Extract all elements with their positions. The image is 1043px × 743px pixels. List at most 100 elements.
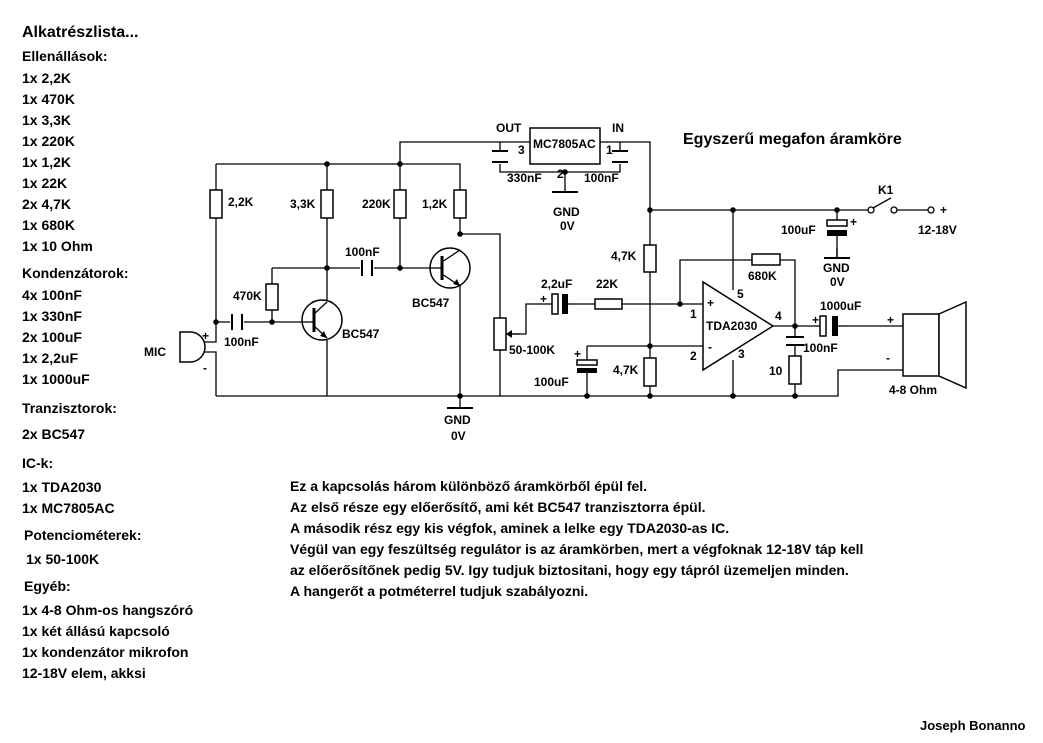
list-item: 2x 4,7K: [22, 196, 72, 212]
label-r470k: 470K: [233, 289, 262, 303]
label-c1000: 1000uF: [820, 299, 861, 313]
potentiometer: [493, 317, 507, 351]
label-mic: MIC: [144, 345, 166, 359]
label-0v: 0V: [830, 275, 845, 289]
section-heading: Kondenzátorok:: [22, 265, 129, 281]
mic-plus: +: [202, 329, 209, 343]
parts-list-title: Alkatrészlista...: [22, 24, 139, 41]
list-item: 1x 10 Ohm: [22, 238, 93, 254]
label-gnd: GND: [553, 205, 580, 219]
label-r47-bottom: 4,7K: [613, 363, 639, 377]
label-gnd: GND: [823, 261, 850, 275]
list-item: 1x 220K: [22, 133, 75, 149]
resistor-r4: [453, 189, 467, 219]
label-r4: 1,2K: [422, 197, 448, 211]
transistor-t2: [429, 247, 471, 289]
section-heading: IC-k:: [22, 455, 54, 471]
description-line: Ez a kapcsolás három különböző áramkörbő…: [290, 478, 648, 494]
list-item: 1x 1,2K: [22, 154, 72, 170]
label-c2u2: 2,2uF: [541, 277, 572, 291]
microphone-icon: [179, 331, 206, 363]
description-line: Az első része egy előerősítő, ami két BC…: [290, 499, 706, 515]
list-item: 1x 3,3K: [22, 112, 72, 128]
description-line: az előerősítőnek pedig 5V. Igy tudjuk bi…: [290, 562, 849, 578]
capacitor-100u-bias: [576, 359, 598, 373]
label-r1: 2,2K: [228, 195, 254, 209]
author: Joseph Bonanno: [920, 718, 1026, 733]
resistor-r3: [393, 189, 407, 219]
capacitor-100u-supply: [826, 219, 848, 258]
list-item: 1x 22K: [22, 175, 68, 191]
list-item: 12-18V elem, akksi: [22, 665, 146, 681]
label-reg-pin1: 1: [606, 143, 613, 157]
tda2030-amplifier: [702, 280, 775, 372]
list-item: 1x TDA2030: [22, 479, 102, 495]
label-c100u-supply: 100uF: [781, 223, 816, 237]
resistor-r1: [209, 189, 223, 219]
label-0v: 0V: [560, 219, 575, 233]
description: Ez a kapcsolás három különböző áramkörbő…: [290, 476, 863, 602]
capacitor-330nf: [492, 150, 508, 163]
list-item: 4x 100nF: [22, 287, 82, 303]
amp-pin4: 4: [775, 309, 782, 323]
label-k1: K1: [878, 183, 894, 197]
mic-minus: -: [203, 361, 207, 375]
amp-pin1: 1: [690, 307, 697, 321]
capacitor-interstage: [361, 260, 373, 276]
section-heading: Potenciométerek:: [24, 527, 142, 543]
resistor-r2: [320, 189, 334, 219]
label-reg-pin3: 3: [518, 143, 525, 157]
amp-minus: -: [708, 340, 712, 354]
c100u-bias-plus: +: [574, 347, 581, 361]
label-r2: 3,3K: [290, 197, 316, 211]
c100u-supply-plus: +: [850, 215, 857, 229]
label-regulator: MC7805AC: [533, 137, 596, 151]
label-r22k: 22K: [596, 277, 618, 291]
diagram-title: Egyszerű megafon áramköre: [683, 131, 902, 148]
section-heading: Tranzisztorok:: [22, 400, 117, 416]
label-c330: 330nF: [507, 171, 542, 185]
description-line: A második rész egy kis végfok, aminek a …: [290, 520, 730, 536]
capacitor-2u2-electrolytic: [536, 293, 576, 315]
list-item: 1x 680K: [22, 217, 75, 233]
list-item: 1x 470K: [22, 91, 75, 107]
list-item: 1x kondenzátor mikrofon: [22, 644, 189, 660]
label-pot: 50-100K: [509, 343, 555, 357]
list-item: 1x 50-100K: [26, 551, 100, 567]
spk-minus: -: [886, 351, 890, 365]
label-c-mic: 100nF: [224, 335, 259, 349]
label-r680k: 680K: [748, 269, 777, 283]
amp-pin3: 3: [738, 347, 745, 361]
list-item: 1x MC7805AC: [22, 500, 115, 516]
c1000-plus: +: [812, 313, 819, 327]
list-item: 1x 1000uF: [22, 371, 90, 387]
list-item: 1x két állású kapcsoló: [22, 623, 170, 639]
voltage-regulator: [529, 127, 601, 165]
label-t2: BC547: [412, 296, 450, 310]
spk-plus: +: [887, 313, 894, 327]
label-c100u-bias: 100uF: [534, 375, 569, 389]
label-tda2030: TDA2030: [706, 319, 758, 333]
amp-plus: +: [707, 296, 714, 310]
capacitor-mic-coupling: [231, 314, 243, 330]
description-line: A hangerőt a potméterrel tudjuk szabályo…: [290, 583, 589, 599]
list-item: 2x BC547: [22, 426, 86, 442]
label-c100n-out: 100nF: [803, 341, 838, 355]
capacitor-100nf-reg: [612, 150, 628, 163]
supply-plus: +: [940, 203, 947, 217]
capacitor-1000u: [814, 315, 848, 337]
list-item: 1x 2,2K: [22, 70, 72, 86]
label-r10: 10: [769, 364, 783, 378]
c2u2-plus: +: [540, 292, 547, 306]
list-item: 2x 100uF: [22, 329, 82, 345]
label-c100n-reg: 100nF: [584, 171, 619, 185]
label-c-interstage: 100nF: [345, 245, 380, 259]
resistor-680k: [751, 253, 781, 266]
label-reg-out: OUT: [496, 121, 522, 135]
label-t1: BC547: [342, 327, 380, 341]
wires: [200, 141, 928, 408]
label-r47-top: 4,7K: [611, 249, 637, 263]
label-0v: 0V: [451, 429, 466, 443]
label-supply: 12-18V: [918, 223, 957, 237]
parts-list: Alkatrészlista... Ellenállások: 1x 2,2K …: [22, 24, 193, 684]
